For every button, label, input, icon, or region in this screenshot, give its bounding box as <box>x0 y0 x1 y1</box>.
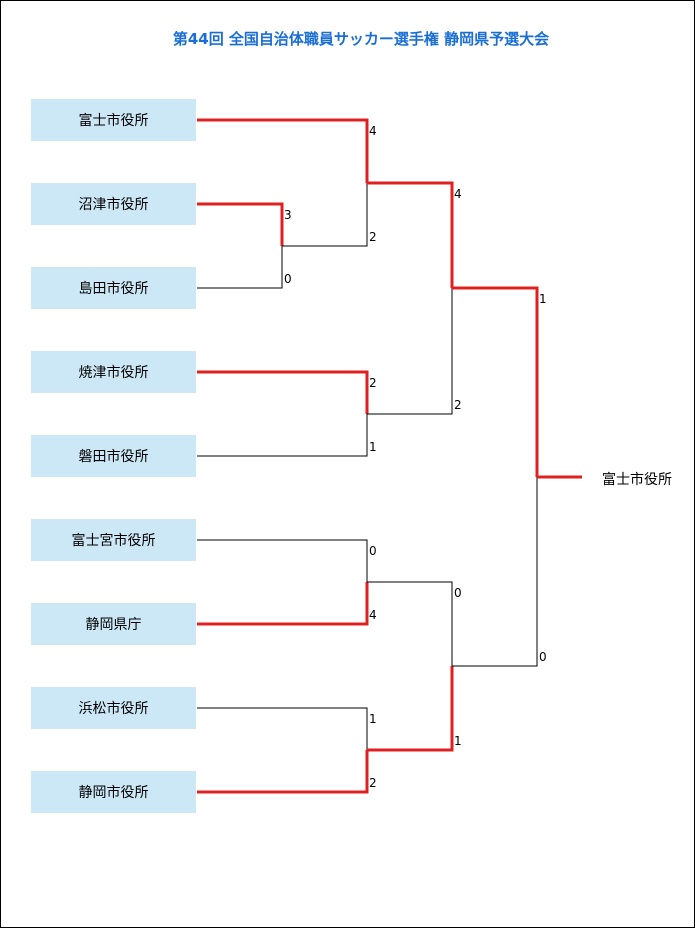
m_f-top-line <box>452 286 539 477</box>
m_q2-top-line <box>197 370 369 414</box>
m_s2-top-line <box>367 581 453 666</box>
team-box-8: 浜松市役所 <box>31 687 196 729</box>
m_s1-bottom-line <box>367 288 453 415</box>
m_f-score-bottom: 0 <box>539 650 547 664</box>
team-box-3: 島田市役所 <box>31 267 196 309</box>
m_q3-top-line <box>197 539 368 582</box>
team-box-4: 焼津市役所 <box>31 351 196 393</box>
m_q1-bottom-line <box>282 183 368 247</box>
m_r1-score-top: 3 <box>284 208 292 222</box>
team-box-1: 富士市役所 <box>31 99 196 141</box>
m_s1-score-top: 4 <box>454 187 462 201</box>
m_s2-score-top: 0 <box>454 586 462 600</box>
m_q1-score-bottom: 2 <box>369 230 377 244</box>
m_q3-score-bottom: 4 <box>369 608 377 622</box>
m_q1-top-line <box>197 118 369 183</box>
m_q1-score-top: 4 <box>369 124 377 138</box>
m_q3-bottom-line <box>197 582 369 626</box>
m_q4-score-bottom: 2 <box>369 776 377 790</box>
m_q4-bottom-line <box>197 750 369 794</box>
m_r1-score-bottom: 0 <box>284 272 292 286</box>
m_s2-score-bottom: 1 <box>454 734 462 748</box>
page-title: 第44回 全国自治体職員サッカー選手権 静岡県予選大会 <box>172 30 550 48</box>
m_r1-bottom-line <box>197 246 283 289</box>
team-box-7: 静岡県庁 <box>31 603 196 645</box>
m_q3-score-top: 0 <box>369 544 377 558</box>
m_f-score-top: 1 <box>539 292 547 306</box>
m_q2-bottom-line <box>197 414 368 457</box>
m_q4-top-line <box>197 707 368 750</box>
m_f-bottom-line <box>452 477 538 667</box>
m_s1-score-bottom: 2 <box>454 398 462 412</box>
m_q2-score-top: 2 <box>369 376 377 390</box>
team-box-2: 沼津市役所 <box>31 183 196 225</box>
team-box-9: 静岡市役所 <box>31 771 196 813</box>
champion-label: 富士市役所 <box>602 472 672 488</box>
m_q4-score-top: 1 <box>369 712 377 726</box>
m_q2-score-bottom: 1 <box>369 440 377 454</box>
m_s2-bottom-line <box>367 666 454 752</box>
m_s1-top-line <box>367 181 454 288</box>
m_r1-top-line <box>197 202 284 246</box>
team-box-6: 富士宮市役所 <box>31 519 196 561</box>
team-box-5: 磐田市役所 <box>31 435 196 477</box>
